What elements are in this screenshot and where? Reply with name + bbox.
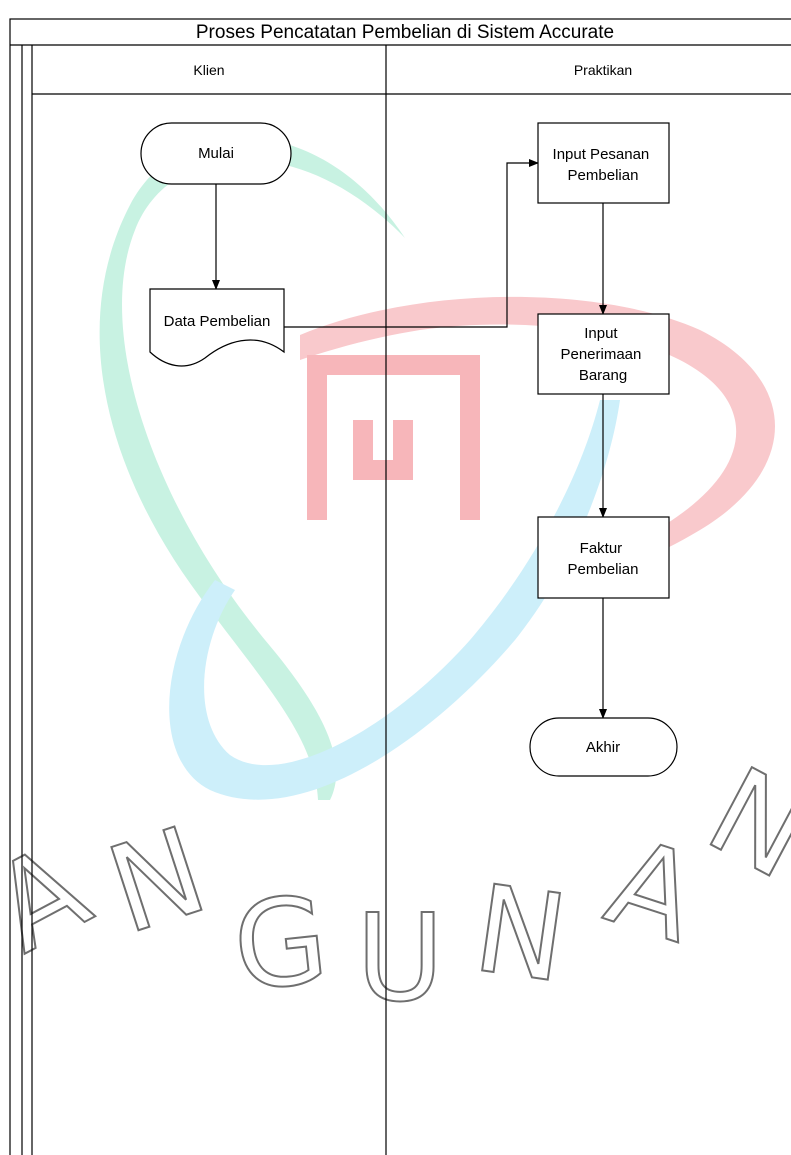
node-faktur-label: Faktur Pembelian — [568, 540, 639, 578]
node-input-penerimaan-line-2: Penerimaan — [560, 346, 641, 363]
node-input-penerimaan-line-1: Input — [584, 325, 618, 342]
node-input-pesanan-line-1: Input Pesanan — [553, 146, 650, 163]
node-input-penerimaan-label: Input Penerimaan Barang — [560, 325, 645, 384]
edge-data-to-input-pesanan — [284, 159, 539, 328]
watermark-letter: A — [592, 813, 713, 971]
process-shape — [537, 313, 670, 395]
watermark-letter: U — [356, 890, 444, 1029]
lane-label-praktikan: Praktikan — [574, 62, 632, 78]
node-input-pesanan-label: Input Pesanan Pembelian — [553, 146, 654, 184]
terminator-shape — [140, 122, 292, 185]
diagram-title: Proses Pencatatan Pembelian di Sistem Ac… — [196, 22, 614, 43]
watermark-letter: A — [0, 819, 110, 980]
node-end-line-1: Akhir — [586, 739, 620, 756]
node-faktur-line-2: Pembelian — [568, 561, 639, 578]
watermark-letter: N — [467, 860, 575, 1010]
node-data-pembelian-label: Data Pembelian — [164, 313, 271, 330]
document-shape — [149, 288, 285, 367]
pool-frame — [9, 18, 791, 1155]
node-faktur-line-1: Faktur — [580, 540, 623, 557]
connectors — [212, 159, 607, 719]
node-start-line-1: Mulai — [198, 145, 234, 162]
lane-label-klien: Klien — [193, 62, 224, 78]
process-shape — [537, 122, 670, 204]
watermark-red-arc — [300, 296, 775, 570]
node-input-penerimaan: Input Penerimaan Barang — [537, 313, 670, 395]
node-end-label: Akhir — [586, 739, 620, 756]
watermark-teal-arc — [99, 137, 405, 800]
watermark-letter: N — [687, 742, 791, 907]
node-start-label: Mulai — [198, 145, 234, 162]
node-end: Akhir — [529, 717, 678, 777]
node-start: Mulai — [140, 122, 292, 185]
process-shape — [537, 516, 670, 599]
watermark-letter: G — [227, 871, 334, 1019]
node-input-penerimaan-line-3: Barang — [579, 367, 627, 384]
watermark-letter: N — [93, 802, 221, 962]
node-faktur: Faktur Pembelian — [537, 516, 670, 599]
node-data-pembelian: Data Pembelian — [149, 288, 285, 367]
node-input-pesanan: Input Pesanan Pembelian — [537, 122, 670, 204]
watermark-cyan-arc — [169, 400, 620, 800]
swimlane-pool — [9, 18, 791, 1155]
terminator-shape — [529, 717, 678, 777]
node-input-pesanan-line-2: Pembelian — [568, 167, 639, 184]
watermark-red-maze — [307, 355, 480, 520]
node-data-pembelian-line-1: Data Pembelian — [164, 313, 271, 330]
